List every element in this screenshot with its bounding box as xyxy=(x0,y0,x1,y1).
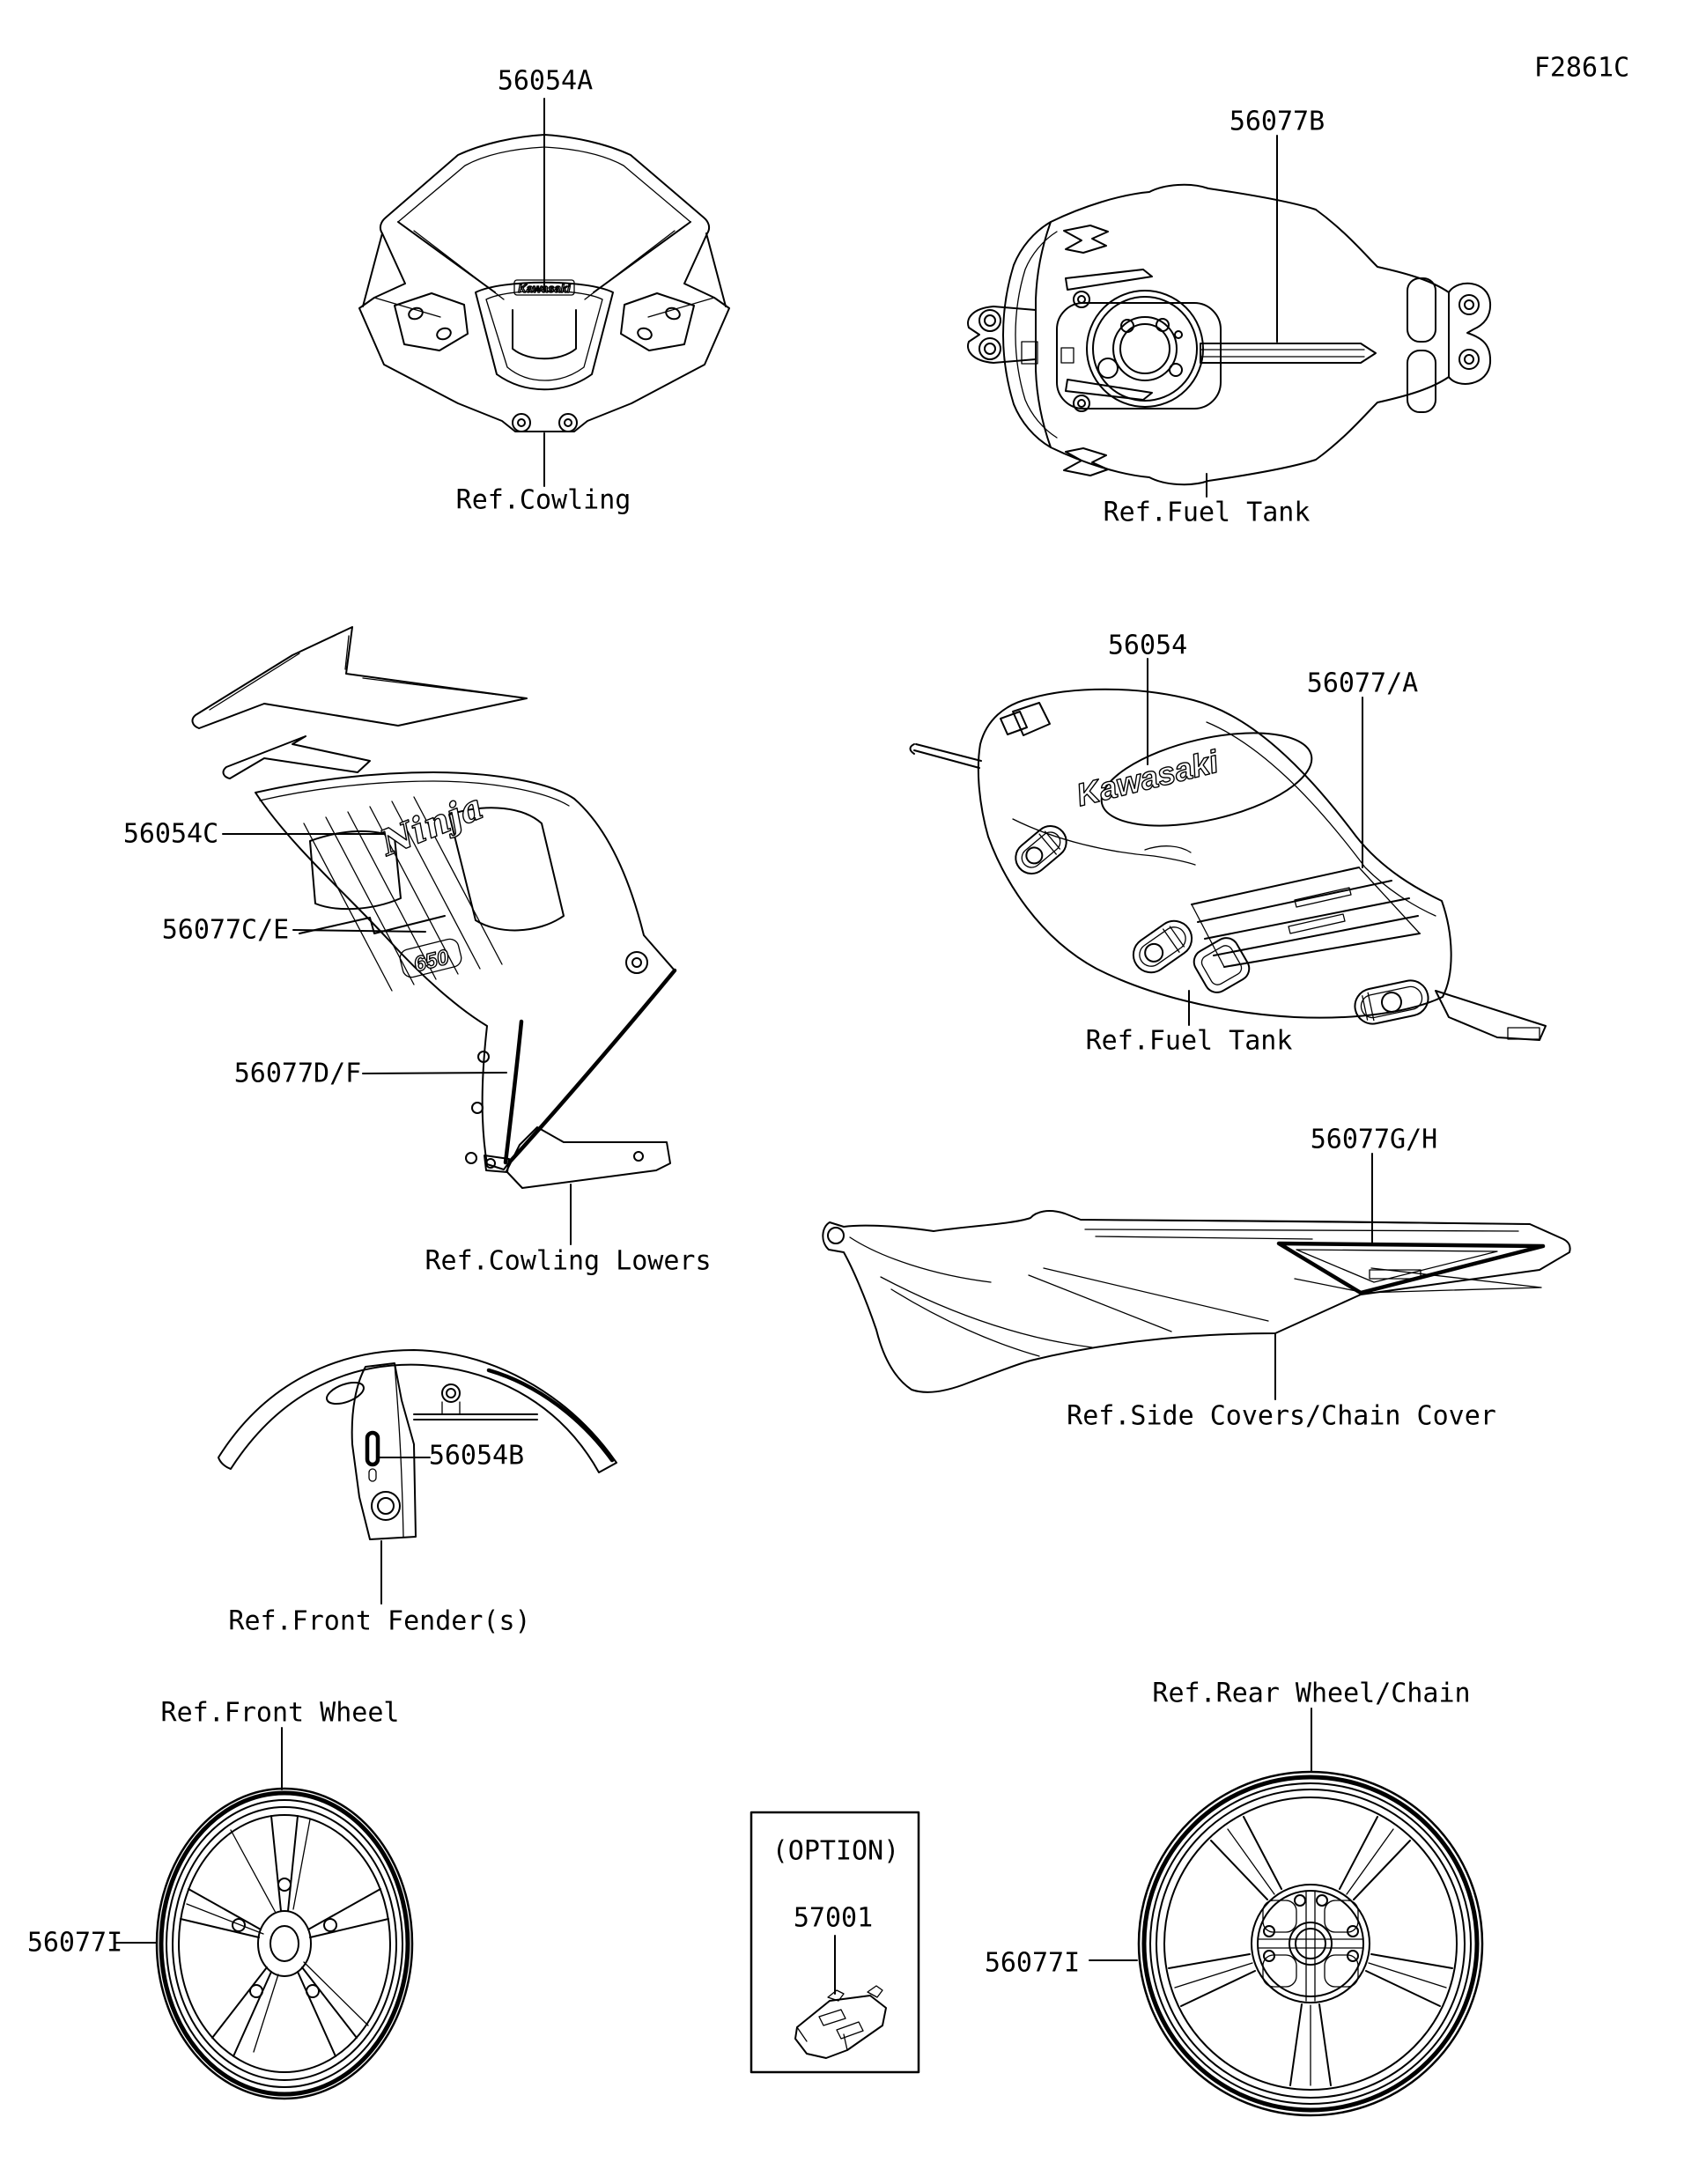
ref-label-cowling: Ref.Cowling xyxy=(455,484,631,516)
part-label-56054: 56054 xyxy=(1107,630,1188,661)
front-wheel-drawing xyxy=(155,1787,414,2100)
part-label-56077ce: 56077C/E xyxy=(161,914,290,946)
ninja-decal: Ninja xyxy=(373,786,490,865)
ref-label-front-wheel: Ref.Front Wheel xyxy=(160,1697,400,1729)
option-tag: (OPTION) xyxy=(772,1835,900,1867)
front-cowling-drawing: Kawasaki xyxy=(358,134,730,432)
ref-label-side-covers: Ref.Side Covers/Chain Cover xyxy=(1067,1400,1496,1432)
option-box xyxy=(750,1811,920,2074)
part-label-56077a: 56077/A xyxy=(1306,668,1419,699)
part-label-56054a: 56054A xyxy=(497,65,594,97)
part-label-56077i-front: 56077I xyxy=(26,1927,123,1959)
part-label-56077gh: 56077G/H xyxy=(1310,1124,1438,1155)
ref-label-fuel-tank-side: Ref.Fuel Tank xyxy=(1085,1025,1293,1057)
ref-label-fuel-tank-top: Ref.Fuel Tank xyxy=(1103,497,1311,528)
fuel-tank-top-drawing xyxy=(967,183,1492,486)
part-label-56054c: 56054C xyxy=(122,818,219,850)
part-label-56077b: 56077B xyxy=(1229,106,1325,137)
ref-label-cowling-lowers: Ref.Cowling Lowers xyxy=(425,1245,712,1277)
part-label-56077df: 56077D/F xyxy=(233,1058,362,1089)
page-code: F2861C xyxy=(1533,52,1630,84)
fuel-tank-side-drawing: Kawasaki xyxy=(909,688,1547,1041)
part-label-56054b: 56054B xyxy=(428,1440,525,1472)
cowling-lowers-drawing: Ninja 650 xyxy=(191,626,677,1189)
front-fender-drawing xyxy=(218,1349,617,1540)
part-label-57001: 57001 xyxy=(793,1902,874,1934)
side-covers-drawing xyxy=(822,1210,1571,1393)
part-label-56077i-rear: 56077I xyxy=(984,1947,1081,1979)
rear-wheel-drawing xyxy=(1137,1770,1484,2117)
ref-label-rear-wheel: Ref.Rear Wheel/Chain xyxy=(1152,1678,1471,1709)
ref-label-front-fender: Ref.Front Fender(s) xyxy=(228,1605,531,1637)
650-decal: 650 xyxy=(411,945,452,977)
kawasaki-decal-cowling: Kawasaki xyxy=(518,282,571,295)
